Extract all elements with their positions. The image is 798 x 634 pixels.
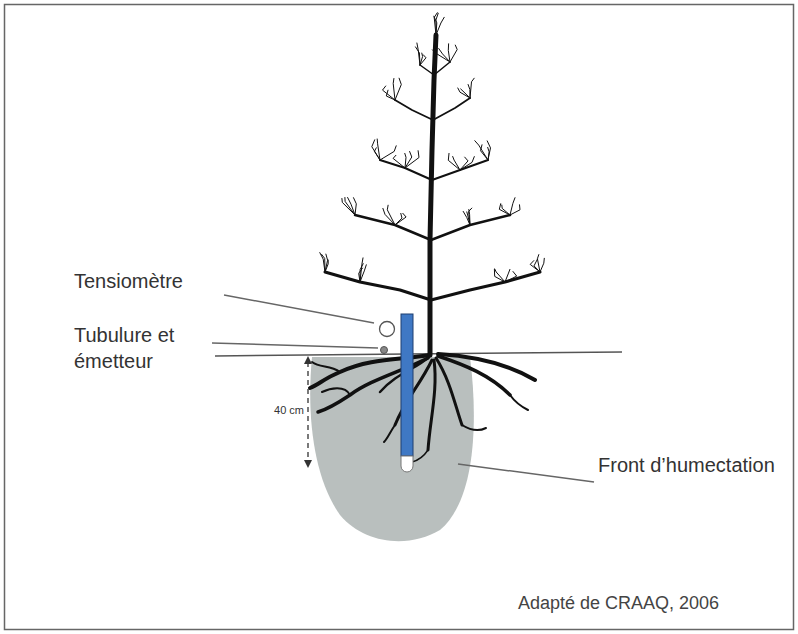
twig — [505, 272, 517, 283]
twig — [448, 153, 460, 170]
twig — [360, 264, 363, 282]
twig — [417, 43, 420, 65]
twig — [325, 260, 328, 272]
leader-line — [224, 295, 374, 323]
twig — [393, 155, 405, 168]
twig — [460, 157, 474, 170]
twig — [502, 205, 510, 215]
twig — [540, 258, 544, 272]
leader-line — [212, 343, 378, 348]
twig — [448, 44, 450, 62]
twig — [470, 78, 474, 98]
twig — [320, 253, 325, 272]
dimension-arrow — [304, 356, 312, 468]
twig — [405, 151, 419, 168]
twig — [386, 90, 395, 100]
tree — [320, 13, 544, 355]
dimension-line — [307, 362, 308, 462]
twig — [467, 212, 470, 225]
twig — [395, 213, 402, 225]
twig — [383, 86, 396, 100]
twig — [458, 88, 470, 98]
twig — [460, 157, 468, 170]
twig — [345, 198, 355, 216]
twig — [510, 205, 520, 215]
twig — [325, 254, 328, 272]
twig — [395, 213, 406, 225]
twig — [487, 141, 490, 160]
twig — [434, 13, 437, 35]
tensiometer-tip — [401, 456, 413, 472]
twig — [393, 79, 395, 101]
frame — [5, 5, 794, 630]
leader-line — [458, 464, 594, 482]
twig — [342, 199, 355, 216]
twig — [537, 255, 540, 272]
tensiometer-gauge — [380, 322, 395, 337]
source-caption: Adapté de CRAAQ, 2006 — [518, 592, 719, 615]
twig — [387, 205, 395, 225]
dimension-label: 40 cm — [262, 403, 304, 417]
part-label: Front d’humectation — [598, 452, 778, 478]
twig — [436, 13, 438, 35]
part-label: Tensiomètre — [74, 268, 244, 294]
tensiometer-tube — [401, 314, 413, 456]
twig — [453, 157, 460, 171]
wetting-front — [310, 357, 474, 541]
twig — [395, 78, 401, 100]
twig — [495, 269, 505, 282]
twig — [450, 45, 457, 62]
twig — [499, 204, 510, 215]
twig — [436, 17, 444, 35]
roots — [310, 354, 535, 462]
twig — [494, 269, 505, 282]
twig — [468, 85, 470, 99]
twig — [372, 140, 380, 160]
emitter — [381, 347, 388, 354]
twig — [475, 141, 488, 160]
part-label: Tubulure et émetteur — [74, 322, 209, 374]
